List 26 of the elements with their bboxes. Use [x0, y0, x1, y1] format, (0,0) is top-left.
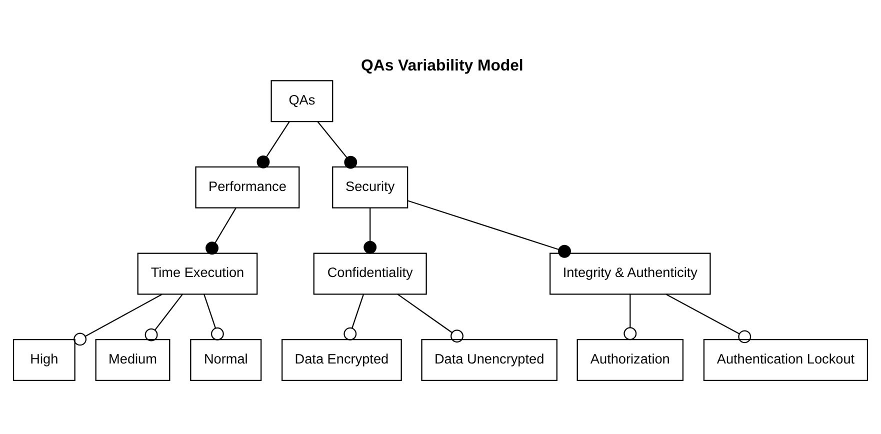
connector — [317, 120, 358, 168]
connector — [74, 293, 162, 346]
connector — [144, 293, 183, 341]
node-box: Authorization — [576, 338, 684, 381]
connector — [408, 200, 571, 258]
node-box: Integrity & Authenticity — [550, 252, 711, 294]
connector — [364, 208, 377, 254]
connector — [624, 294, 637, 340]
node-box: Data Unencrypted — [421, 338, 558, 381]
node-box: Medium — [95, 338, 170, 381]
connector — [206, 207, 236, 254]
connector — [344, 294, 364, 340]
node-box: Authentication Lockout — [703, 338, 868, 381]
node-box: Performance — [195, 166, 300, 208]
connector — [204, 294, 224, 340]
node-box: Normal — [190, 338, 262, 381]
node-box: QAs — [270, 80, 334, 122]
connector — [397, 293, 464, 342]
connector — [666, 293, 752, 343]
node-box: High — [12, 338, 76, 381]
node-box: Confidentiality — [313, 252, 427, 294]
connector — [256, 120, 290, 168]
node-box: Time Execution — [137, 252, 258, 294]
node-box: Data Encrypted — [282, 338, 402, 381]
node-box: Security — [332, 166, 408, 208]
diagram-title: QAs Variability Model — [361, 57, 524, 74]
